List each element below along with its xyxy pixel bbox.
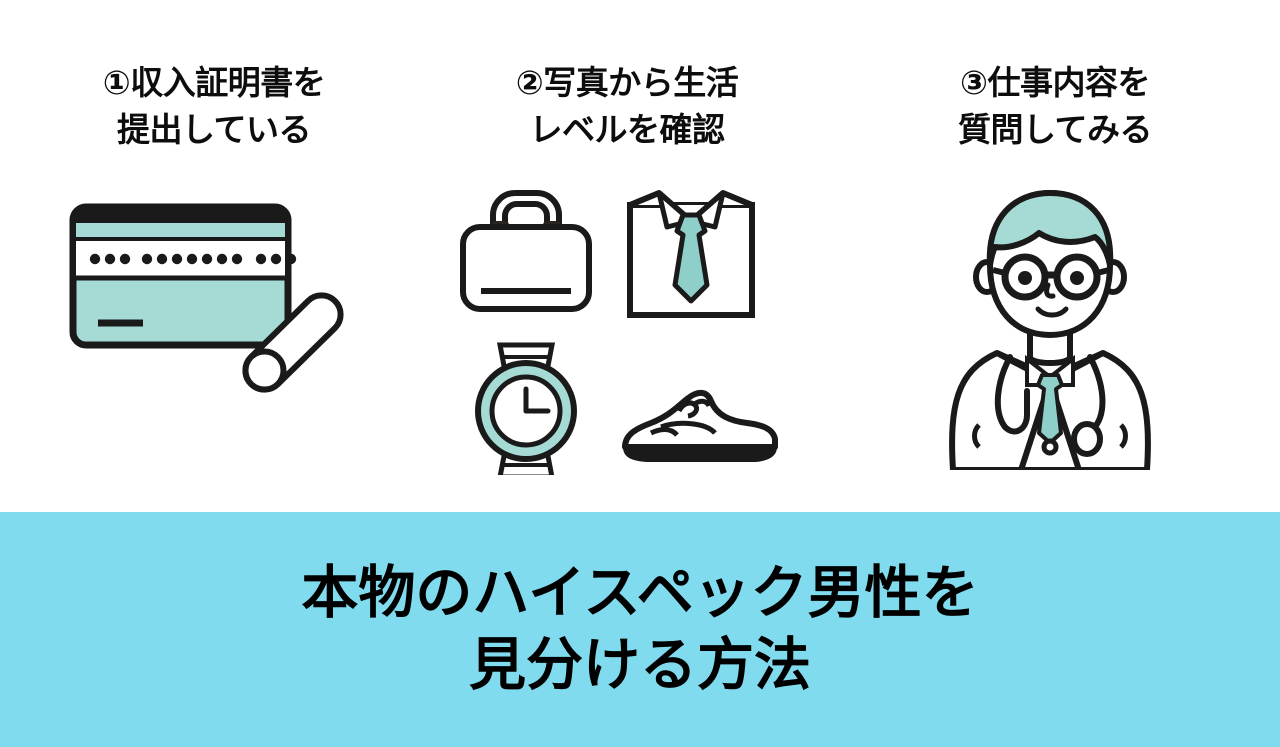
doctor-avatar-icon xyxy=(949,189,1151,470)
point-3-heading: ③仕事内容を 質問してみる xyxy=(957,64,1153,148)
point-column-3: ③仕事内容を 質問してみる xyxy=(820,0,1280,512)
three-point-section: ①収入証明書を 提出している xyxy=(0,0,1280,512)
point-2-heading: ②写真から生活 レベルを確認 xyxy=(515,64,739,148)
point-column-2: ②写真から生活 レベルを確認 xyxy=(420,0,820,512)
certificate-card-icon xyxy=(69,203,344,393)
dress-shoe-icon xyxy=(622,389,778,462)
dress-shirt-tie-icon xyxy=(627,190,755,318)
title-banner: 本物のハイスペック男性を 見分ける方法 xyxy=(0,512,1280,747)
point-2-illustration xyxy=(420,185,820,475)
point-3-illustration xyxy=(820,185,1280,470)
wristwatch-icon xyxy=(475,342,577,475)
point-1-illustration xyxy=(0,185,420,395)
point-column-1: ①収入証明書を 提出している xyxy=(0,0,420,512)
lifestyle-items-icon xyxy=(460,190,778,475)
point-1-heading: ①収入証明書を 提出している xyxy=(102,64,326,148)
banner-title-line-2: 見分ける方法 xyxy=(469,632,811,697)
card-number-dots xyxy=(89,253,297,265)
rolled-scroll-icon xyxy=(242,292,344,393)
banner-title-line-1: 本物のハイスペック男性を xyxy=(301,561,979,626)
briefcase-icon xyxy=(460,190,592,312)
